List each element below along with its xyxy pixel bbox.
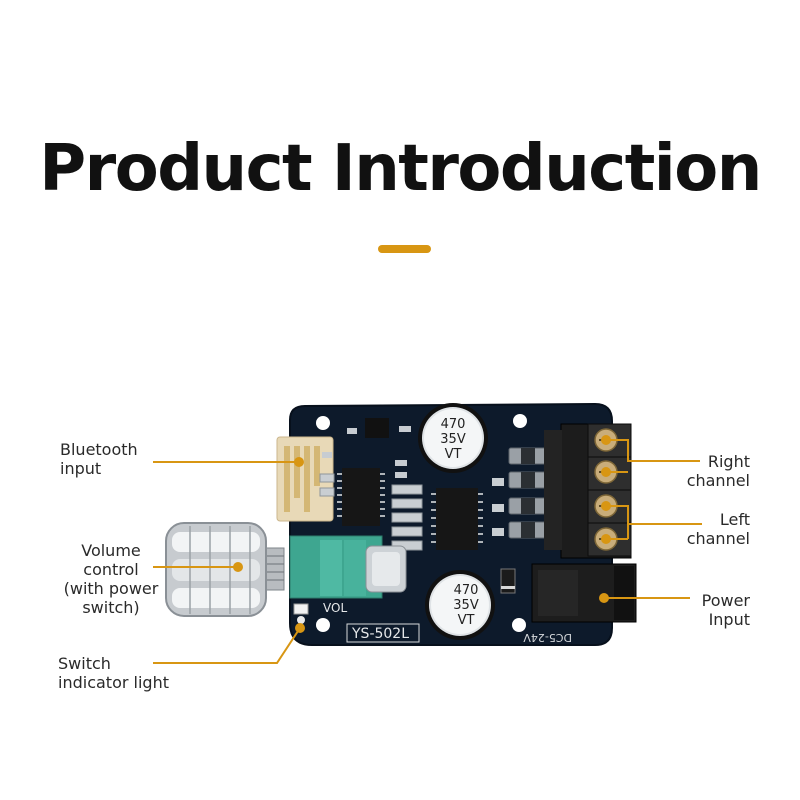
mount-hole: [512, 618, 526, 632]
chip-left: [342, 468, 380, 526]
mount-hole: [316, 416, 330, 430]
switch-indicator-led: [293, 603, 309, 615]
model-silkscreen: YS-502L: [351, 626, 409, 642]
svg-text:470: 470: [441, 417, 466, 432]
svg-text:VT: VT: [458, 613, 475, 628]
svg-text:470: 470: [454, 583, 479, 598]
vol-silkscreen: VOL: [323, 601, 347, 615]
label-power-input: Power Input: [701, 591, 750, 629]
svg-text:35V: 35V: [440, 432, 466, 447]
chip-middle: [436, 488, 478, 550]
callout-dots: [233, 435, 611, 633]
callout-lines: [153, 439, 702, 664]
label-bluetooth-input: Bluetooth input: [60, 440, 138, 478]
page-title: Product Introduction: [39, 132, 762, 206]
label-volume-control: Volume control (with power switch): [63, 541, 159, 617]
mount-hole: [316, 618, 330, 632]
svg-text:35V: 35V: [453, 598, 479, 613]
diode: [500, 568, 516, 594]
mount-hole: [513, 414, 527, 428]
svg-text:VT: VT: [445, 447, 462, 462]
label-right-channel: Right channel: [686, 452, 750, 490]
power-spec-silkscreen: DC5-24V: [523, 631, 572, 644]
title-underline: [378, 245, 431, 253]
label-switch-indicator-light: Switch indicator light: [58, 654, 169, 692]
label-left-channel: Left channel: [686, 510, 750, 548]
